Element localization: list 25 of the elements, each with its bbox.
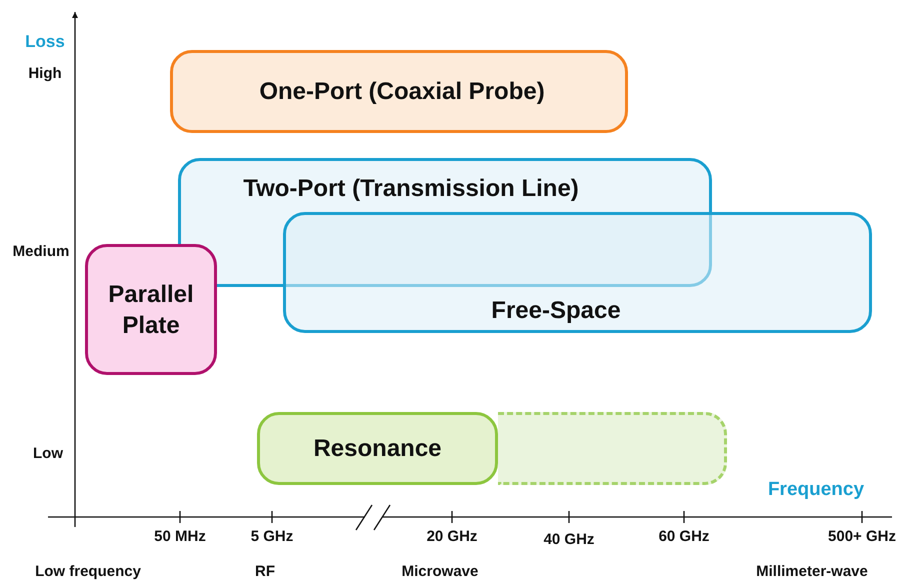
method-name: Parallel Plate [107, 280, 195, 341]
axis-level-label: Medium [12, 243, 70, 260]
axis-title: Frequency [768, 479, 864, 501]
method-region-box [85, 244, 217, 375]
axis-level-label: Low [33, 445, 63, 462]
band-label: Millimeter-wave [756, 563, 868, 580]
method-name: Two-Port (Transmission Line) [242, 174, 580, 204]
tick-label: 20 GHz [426, 528, 478, 545]
method-name: One-Port (Coaxial Probe) [258, 77, 546, 107]
axis-level-label: High [28, 65, 62, 82]
tick-label: 500+ GHz [828, 528, 896, 545]
method-name: Free-Space [490, 296, 622, 326]
tick-label: 5 GHz [250, 528, 294, 545]
tick-label: 50 MHz [154, 528, 206, 545]
tick-label: 60 GHz [658, 528, 710, 545]
tick-label: 40 GHz [544, 531, 594, 548]
method-name: Resonance [312, 434, 443, 464]
band-label: RF [255, 563, 275, 580]
method-region-box [283, 212, 872, 333]
axis-title: Loss [25, 32, 65, 52]
band-label: Microwave [402, 563, 478, 580]
band-label: Low frequency [35, 563, 141, 580]
method-region-box [170, 50, 628, 133]
method-region-box [257, 412, 498, 485]
dashed-region-box [498, 412, 727, 485]
